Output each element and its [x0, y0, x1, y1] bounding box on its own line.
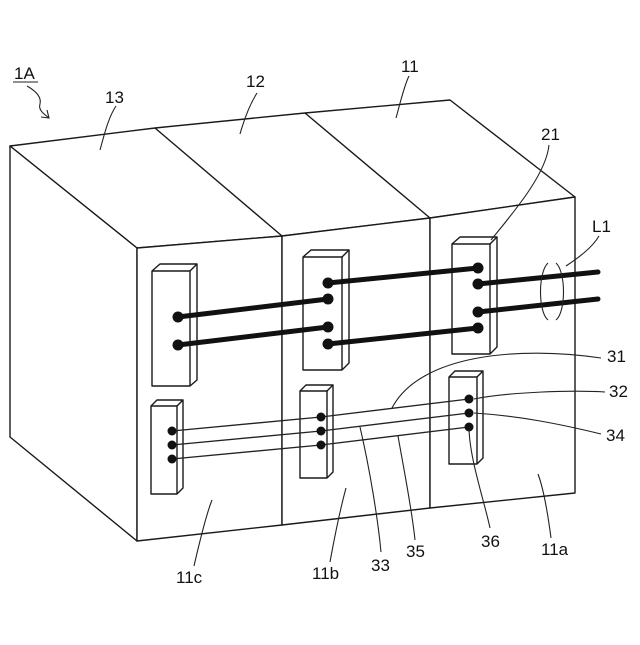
label-line-34: 34	[606, 426, 625, 445]
label-face-11b: 11b	[312, 564, 339, 583]
label-face-11c: 11c	[176, 568, 203, 587]
label-line-35: 35	[406, 542, 425, 561]
connector-block-21	[452, 237, 497, 354]
label-line-33: 33	[371, 556, 390, 575]
connector-block-36	[449, 371, 483, 464]
label-module-12: 12	[246, 72, 265, 91]
label-module-13: 13	[105, 88, 124, 107]
label-connector-36: 36	[481, 532, 500, 551]
label-cable-L1: L1	[592, 217, 611, 236]
label-face-11a: 11a	[541, 540, 569, 559]
connector-block-upper-11c	[152, 264, 197, 386]
label-line-31: 31	[607, 347, 626, 366]
label-line-32: 32	[609, 382, 628, 401]
connector-block-upper-11b	[303, 250, 349, 370]
label-module-11: 11	[401, 57, 419, 76]
label-connector-21: 21	[541, 125, 560, 144]
connector-block-lower-11c	[151, 400, 183, 494]
label-apparatus: 1A	[14, 64, 35, 83]
leader-1a-arrow	[27, 86, 49, 118]
